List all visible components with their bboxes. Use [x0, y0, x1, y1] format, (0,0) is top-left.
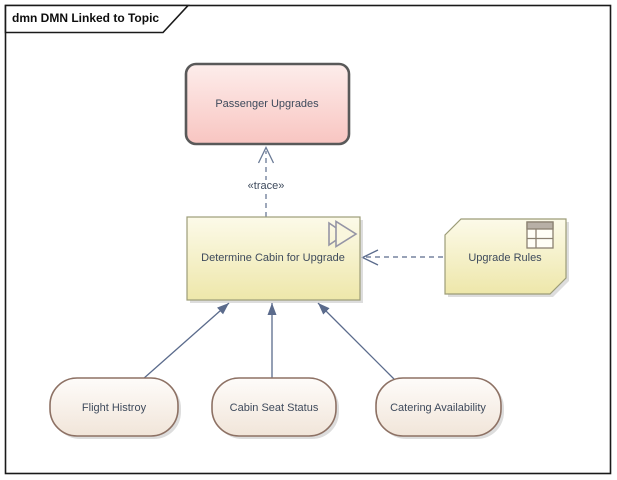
- knowledge-requirement-connector[interactable]: [361, 249, 444, 266]
- frame-title-tab: [4, 4, 190, 34]
- diagram-frame: [4, 4, 612, 475]
- input-data-shape: [211, 377, 337, 437]
- diagram-title: dmn DMN Linked to Topic: [12, 11, 160, 25]
- trace-connector[interactable]: [257, 146, 275, 218]
- solid-arrow-line: [317, 302, 395, 380]
- solid-arrow-line: [142, 302, 230, 380]
- node-upgrade-rules[interactable]: [444, 218, 569, 297]
- input-data-shape: [375, 377, 502, 437]
- open-arrowhead-icon: [257, 146, 275, 164]
- node-catering-availability[interactable]: [375, 377, 504, 439]
- node-cabin-seat-status[interactable]: [211, 377, 339, 439]
- decision-table-icon: [526, 221, 554, 249]
- information-requirement-connector-flight-history[interactable]: [142, 302, 230, 380]
- double-chevron-icon: [328, 220, 358, 248]
- node-passenger-upgrades[interactable]: [184, 62, 351, 146]
- topic-shape: [184, 62, 351, 146]
- frame-border: [4, 4, 612, 475]
- input-data-shape: [49, 377, 179, 437]
- information-requirement-connector-catering[interactable]: [317, 302, 395, 380]
- node-flight-history[interactable]: [49, 377, 181, 439]
- node-determine-cabin-for-upgrade[interactable]: [186, 216, 363, 303]
- decision-shape: [186, 216, 361, 301]
